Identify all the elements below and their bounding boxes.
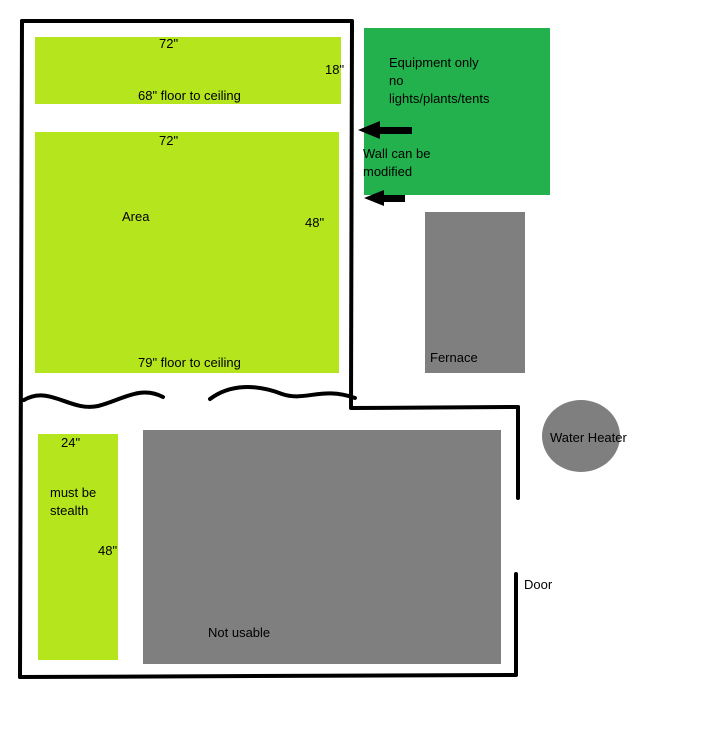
- wall-note-line2: modified: [363, 164, 412, 179]
- water-heater-label: Water Heater: [550, 430, 627, 445]
- walls: [18, 19, 520, 679]
- bottom-wall: [18, 572, 518, 679]
- equipment-label-line1: Equipment only: [389, 55, 479, 70]
- water-heater: [542, 400, 620, 472]
- equipment-label-line2: no: [389, 73, 403, 88]
- not-usable-area: [143, 430, 501, 664]
- outer-wall: [20, 19, 520, 410]
- main-area-name-label: Area: [122, 209, 150, 224]
- stealth-width-label: 24": [61, 435, 80, 450]
- stealth-note-line2: stealth: [50, 503, 88, 518]
- arrow-lower: [364, 190, 405, 206]
- top-shelf-height-label: 68" floor to ceiling: [138, 88, 241, 103]
- equipment-label-line3: lights/plants/tents: [389, 91, 490, 106]
- equipment-area: [364, 28, 550, 195]
- main-area-height-label: 79" floor to ceiling: [138, 355, 241, 370]
- arrow-upper: [358, 121, 412, 139]
- left-wall: [18, 19, 24, 679]
- stealth-depth-label: 48": [98, 543, 117, 558]
- stealth-area: [38, 434, 118, 660]
- main-area-depth-label: 48": [305, 215, 324, 230]
- top-shelf-depth-label: 18": [325, 62, 344, 77]
- wall-note-line1: Wall can be: [363, 146, 430, 161]
- stealth-note-line1: must be: [50, 485, 96, 500]
- not-usable-label: Not usable: [208, 625, 270, 640]
- top-shelf-area: [35, 37, 341, 104]
- furnace-label: Fernace: [430, 350, 478, 365]
- main-area-width-label: 72": [159, 133, 178, 148]
- furnace: [425, 212, 525, 373]
- door-label: Door: [524, 577, 553, 592]
- top-shelf-width-label: 72": [159, 36, 178, 51]
- main-grow-area: [35, 132, 339, 373]
- wavy-divider: [22, 385, 357, 409]
